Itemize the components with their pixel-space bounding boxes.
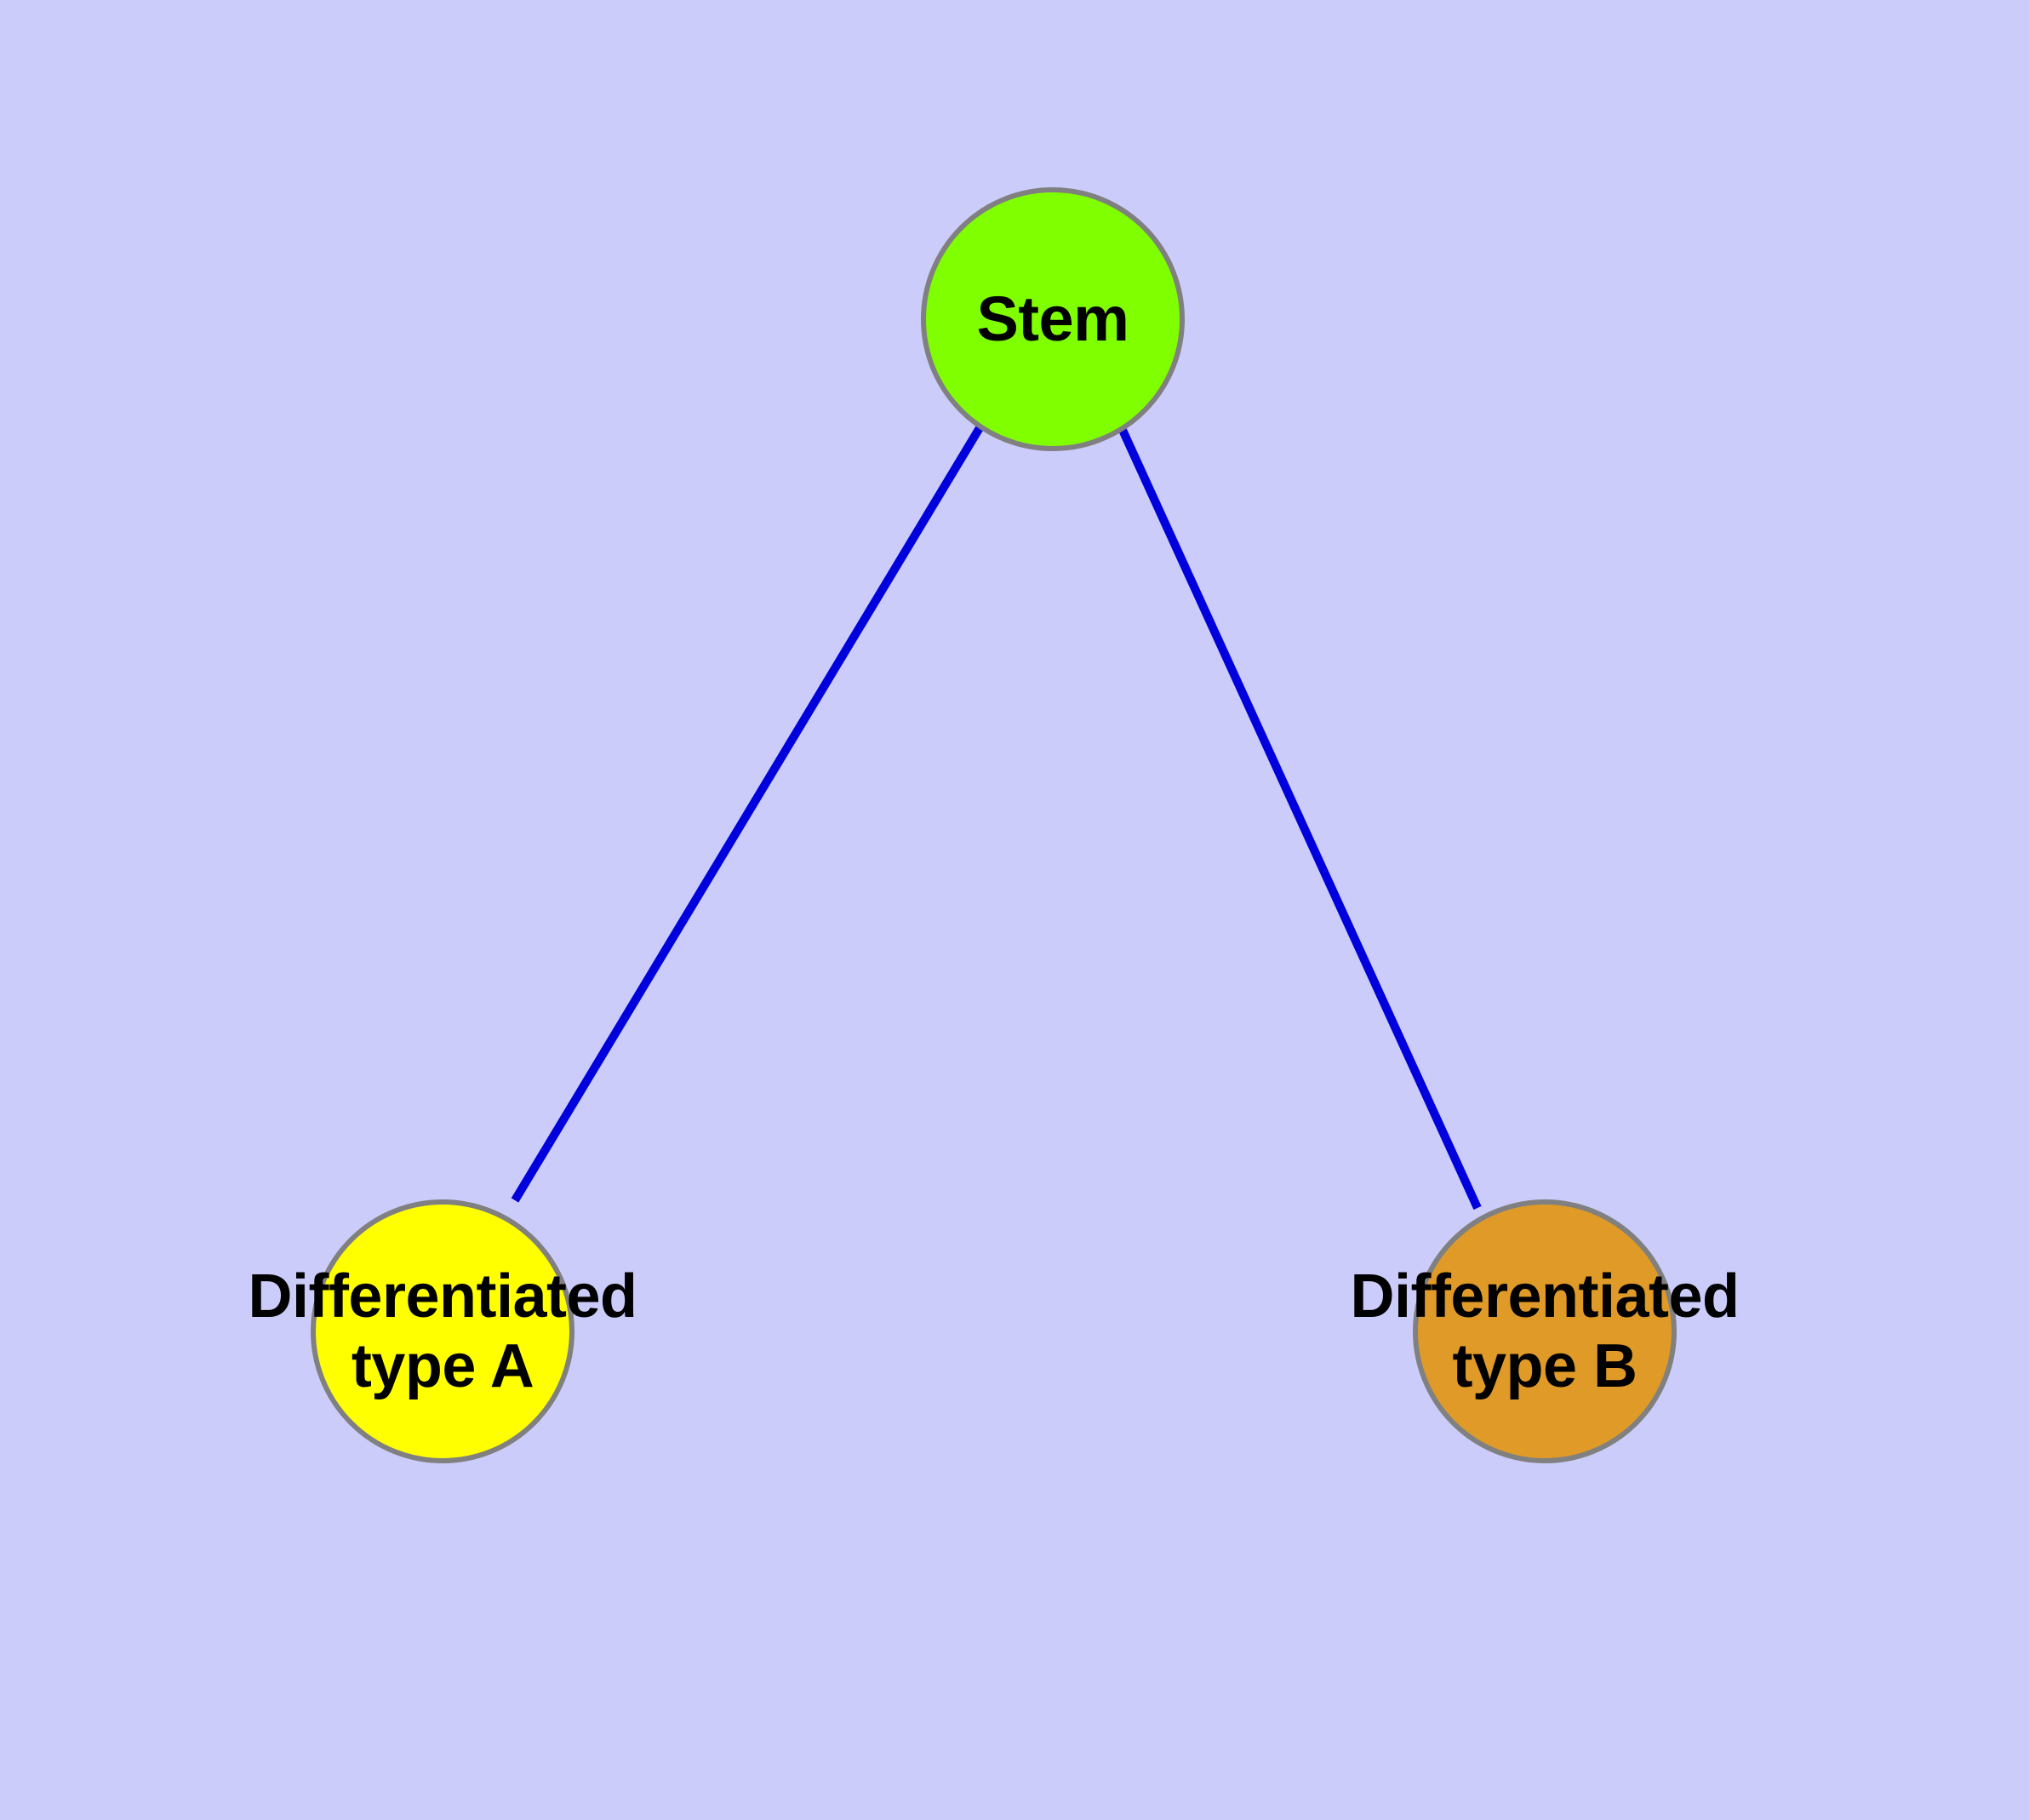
edge-stem-to-diff-a[interactable]: [511, 424, 985, 1203]
node-stem[interactable]: [921, 187, 1185, 451]
node-diff-a[interactable]: [311, 1199, 574, 1463]
nodes-group: [311, 187, 1677, 1463]
node-diff-b[interactable]: [1413, 1199, 1677, 1463]
edges-group: [511, 424, 1482, 1210]
edge-stem-to-diff-b[interactable]: [1117, 426, 1482, 1210]
